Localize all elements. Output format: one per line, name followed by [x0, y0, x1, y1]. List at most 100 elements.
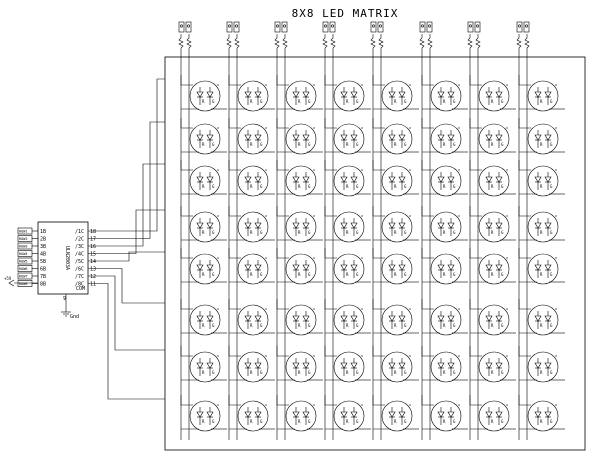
led-label: R — [491, 99, 494, 104]
led-label: R — [443, 184, 446, 189]
diode-icon — [244, 222, 252, 229]
led-label: R — [202, 419, 205, 424]
column-header-5 — [370, 21, 384, 440]
driver-output-pin: /4C — [75, 252, 84, 258]
driver-chip-label: ULN2003A — [64, 246, 70, 270]
led-label: R — [250, 272, 253, 277]
column-header-8 — [516, 21, 530, 440]
column-header-3 — [274, 21, 288, 440]
diode-icon — [340, 315, 348, 322]
diode-icon — [302, 411, 310, 418]
led-label: G — [453, 184, 456, 189]
led-label: G — [404, 323, 407, 328]
led-label: R — [298, 370, 301, 375]
column-resistor — [467, 34, 473, 52]
led-outline — [189, 211, 221, 243]
led-label: G — [356, 272, 359, 277]
diode-icon — [437, 91, 445, 98]
row-wire-8 — [88, 283, 165, 400]
column-resistor — [322, 34, 328, 52]
column-header-6 — [419, 21, 433, 440]
diode-icon — [254, 315, 262, 322]
led-label: R — [346, 370, 349, 375]
diode-icon — [544, 264, 552, 271]
column-resistor — [282, 34, 288, 52]
diode-icon — [206, 411, 214, 418]
driver-output-number: 18 — [90, 229, 96, 235]
led-outline — [189, 304, 221, 336]
led-label: R — [346, 323, 349, 328]
led-outline — [333, 123, 365, 155]
led-outline — [333, 304, 365, 336]
led-outline — [189, 80, 221, 112]
led-outline — [430, 400, 462, 432]
led-label: G — [356, 184, 359, 189]
diode-icon — [340, 91, 348, 98]
driver-output-pin: /6C — [75, 267, 84, 273]
led-label: G — [308, 419, 311, 424]
connector-pin — [370, 21, 377, 33]
diode-icon — [206, 315, 214, 322]
row-wire-1 — [88, 78, 165, 232]
diode-icon — [292, 362, 300, 369]
led-label: G — [260, 419, 263, 424]
diode-icon — [244, 362, 252, 369]
diode-icon — [398, 362, 406, 369]
connector-pin — [426, 21, 433, 33]
led-label: G — [453, 230, 456, 235]
diode-icon — [350, 134, 358, 141]
diode-icon — [302, 362, 310, 369]
diode-icon — [302, 134, 310, 141]
led-outline — [237, 351, 269, 383]
led-label: G — [550, 142, 553, 147]
led-outline — [189, 165, 221, 197]
led-outline — [430, 165, 462, 197]
com-label: COM — [76, 286, 85, 292]
diode-icon — [398, 222, 406, 229]
column-resistor — [427, 34, 433, 52]
connector-pin — [467, 21, 474, 33]
led-label: G — [212, 323, 215, 328]
diode-icon — [302, 315, 310, 322]
column-resistor — [330, 34, 336, 52]
diode-icon — [196, 362, 204, 369]
led-label: G — [501, 142, 504, 147]
diode-icon — [544, 91, 552, 98]
led-outline — [285, 400, 317, 432]
led-outline — [430, 123, 462, 155]
diode-icon — [534, 91, 542, 98]
led-outline — [285, 80, 317, 112]
led-label: R — [394, 272, 397, 277]
diode-icon — [206, 222, 214, 229]
led-label: G — [550, 184, 553, 189]
led-label: G — [212, 99, 215, 104]
diode-icon — [206, 134, 214, 141]
led-label: G — [404, 184, 407, 189]
led-label: G — [212, 230, 215, 235]
row-label: ROW2 — [19, 237, 27, 241]
diode-icon — [398, 411, 406, 418]
driver-input-pin: 4B — [40, 252, 46, 258]
led-label: R — [298, 272, 301, 277]
driver-output-pin: /3C — [75, 244, 84, 250]
diode-icon — [196, 222, 204, 229]
led-label: R — [394, 419, 397, 424]
